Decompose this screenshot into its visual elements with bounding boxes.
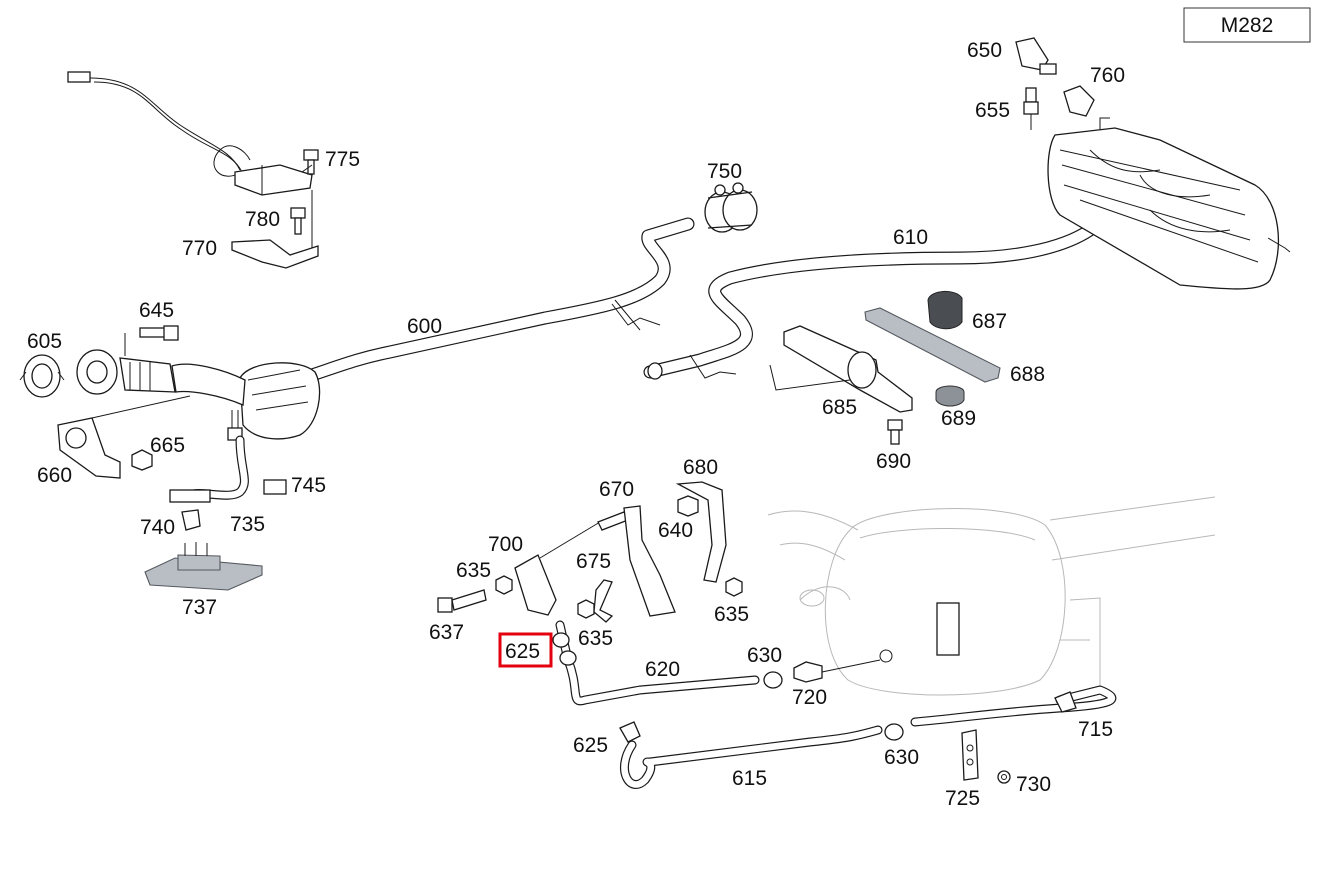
callout-780[interactable]: 780	[245, 208, 280, 231]
hanger-clip[interactable]	[1063, 85, 1095, 117]
callout-630-front[interactable]: 630	[747, 644, 782, 667]
callout-630-rear[interactable]: 630	[884, 746, 919, 769]
callout-700[interactable]: 700	[488, 533, 523, 556]
line-connector[interactable]	[597, 505, 676, 617]
callout-770[interactable]: 770	[182, 237, 217, 260]
mounting-bolt[interactable]	[437, 589, 487, 613]
gasket[interactable]	[19, 354, 65, 398]
hose-clamp-rear[interactable]	[884, 723, 904, 741]
callout-760[interactable]: 760	[1090, 64, 1125, 87]
pipe-clamp[interactable]	[704, 182, 758, 233]
connector-nipple[interactable]	[793, 659, 881, 683]
support-bracket-front[interactable]	[57, 395, 191, 479]
callout-660[interactable]: 660	[37, 464, 72, 487]
hanger-bolt[interactable]	[1023, 87, 1039, 130]
rubber-bushing[interactable]	[927, 291, 963, 330]
callout-670[interactable]: 670	[599, 478, 634, 501]
model-code-box: M282	[1183, 7, 1311, 43]
nut-c[interactable]	[725, 577, 743, 597]
nut-upper[interactable]	[677, 495, 699, 517]
exhaust-pipe-rear[interactable]	[643, 223, 1097, 380]
callout-665[interactable]: 665	[150, 434, 185, 457]
callout-635-right[interactable]: 635	[714, 603, 749, 626]
temperature-sensor[interactable]	[169, 410, 249, 503]
heat-shield-bracket[interactable]	[864, 307, 1001, 383]
callout-675[interactable]: 675	[576, 550, 611, 573]
leader-lines	[301, 164, 313, 173]
callout-740[interactable]: 740	[140, 516, 175, 539]
callout-715[interactable]: 715	[1078, 718, 1113, 741]
screw-lower[interactable]	[290, 207, 306, 235]
callout-625-highlighted[interactable]: 625	[505, 640, 540, 663]
callout-735[interactable]: 735	[230, 513, 265, 536]
def-hose-tank[interactable]	[910, 685, 1117, 727]
callout-637[interactable]: 637	[429, 621, 464, 644]
callout-725[interactable]: 725	[945, 787, 980, 810]
callout-687[interactable]: 687	[972, 310, 1007, 333]
control-unit-bracket[interactable]	[231, 190, 319, 269]
retaining-clip[interactable]	[961, 729, 979, 781]
callout-625[interactable]: 625	[573, 734, 608, 757]
callout-640[interactable]: 640	[658, 519, 693, 542]
nut-b[interactable]	[577, 599, 595, 619]
control-unit[interactable]	[234, 164, 313, 196]
callout-655[interactable]: 655	[975, 99, 1010, 122]
oxygen-sensor-wiring[interactable]	[67, 71, 251, 177]
hose-clamp-front[interactable]	[763, 671, 783, 689]
highlighted-callout-box	[498, 632, 553, 668]
callout-650[interactable]: 650	[967, 39, 1002, 62]
dosing-module[interactable]	[514, 521, 601, 616]
callout-690[interactable]: 690	[876, 450, 911, 473]
rubber-mount[interactable]	[769, 325, 913, 413]
callout-730[interactable]: 730	[1016, 773, 1051, 796]
callout-620[interactable]: 620	[645, 658, 680, 681]
callout-615[interactable]: 615	[732, 767, 767, 790]
hose-clip-rear[interactable]	[619, 721, 641, 743]
exhaust-hanger-upper[interactable]	[1015, 37, 1057, 75]
callout-605[interactable]: 605	[27, 330, 62, 353]
callout-689[interactable]: 689	[941, 407, 976, 430]
callout-635-left[interactable]: 635	[456, 559, 491, 582]
sensor-clip[interactable]	[181, 509, 201, 531]
bracket-upper[interactable]	[675, 481, 727, 583]
callout-610[interactable]: 610	[893, 226, 928, 249]
front-flange[interactable]	[76, 349, 118, 395]
callout-775[interactable]: 775	[325, 148, 360, 171]
sensor-connector[interactable]	[263, 479, 287, 495]
nut-front[interactable]	[131, 449, 153, 471]
nut-a[interactable]	[495, 575, 513, 595]
callout-685[interactable]: 685	[822, 396, 857, 419]
rear-silencer[interactable]	[1047, 117, 1291, 290]
callout-600[interactable]: 600	[407, 315, 442, 338]
hose-clip-front-upper[interactable]	[552, 632, 577, 666]
callout-720[interactable]: 720	[792, 686, 827, 709]
sensor-mounting-plate[interactable]	[144, 542, 263, 591]
stud-bolt[interactable]	[124, 325, 179, 356]
clip-screw[interactable]	[997, 770, 1011, 784]
screw-upper[interactable]	[303, 149, 319, 175]
spacer-sleeve[interactable]	[935, 385, 965, 407]
def-hose-rear[interactable]	[619, 725, 883, 789]
exhaust-pipe-front[interactable]	[283, 217, 695, 389]
callout-750[interactable]: 750	[707, 160, 742, 183]
model-code-label: M282	[1221, 14, 1274, 37]
callout-labels: 600 605 610 615 620 625 625 630 630 635 …	[27, 39, 1125, 810]
callout-635-middle[interactable]: 635	[578, 627, 613, 650]
callout-737[interactable]: 737	[182, 596, 217, 619]
background-filter-housing-outline	[767, 496, 1216, 696]
callout-645[interactable]: 645	[139, 299, 174, 322]
callout-745[interactable]: 745	[291, 474, 326, 497]
callout-688[interactable]: 688	[1010, 363, 1045, 386]
catalytic-converter[interactable]	[119, 357, 321, 440]
callout-680[interactable]: 680	[683, 456, 718, 479]
hose-clamp-bracket[interactable]	[593, 579, 614, 623]
mount-bolt[interactable]	[887, 419, 903, 445]
